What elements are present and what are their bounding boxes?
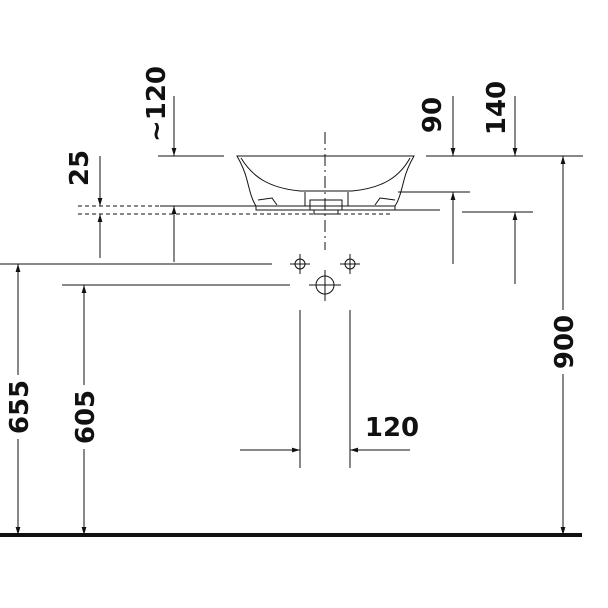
dim-overhang-label: ~120 (142, 66, 172, 142)
tap-hole-right (340, 254, 360, 274)
dim-rim-label: 25 (65, 150, 95, 186)
dim-tap-offset-label: 90 (418, 97, 448, 133)
basin-outline (236, 155, 415, 215)
dim-basin-height-label: 140 (482, 81, 512, 135)
waste-hole (309, 270, 341, 301)
dim-605-label: 605 (71, 390, 101, 444)
tap-hole-left (290, 254, 310, 274)
dim-spacing-label: 120 (365, 413, 419, 443)
dim-900-label: 900 (550, 315, 580, 369)
dim-655-label: 655 (5, 380, 35, 434)
